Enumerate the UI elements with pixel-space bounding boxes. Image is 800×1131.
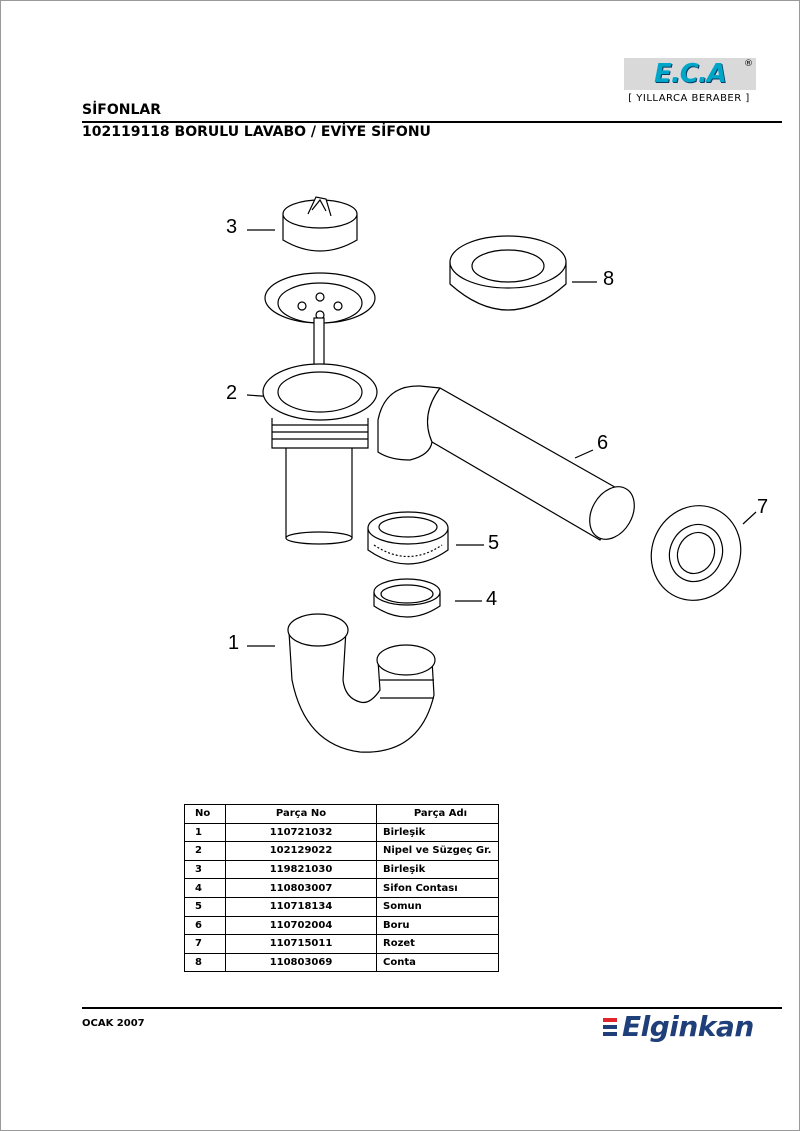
registered-mark: ® xyxy=(744,59,753,69)
eca-logo: E.C.A ® xyxy=(624,58,756,90)
footer-rule xyxy=(82,1007,782,1009)
row-part-name: Sifon Contası xyxy=(376,878,499,898)
callout-2: 2 xyxy=(226,382,238,404)
part-2-strainer xyxy=(262,272,378,545)
row-part-name: Conta xyxy=(376,952,499,973)
row-no: 8 xyxy=(184,952,226,973)
callout-7: 7 xyxy=(757,496,769,518)
row-part-no: 110718134 xyxy=(225,896,377,917)
callout-4: 4 xyxy=(486,588,498,610)
table-row: 5 110718134 Somun xyxy=(184,896,499,917)
row-part-no: 119821030 xyxy=(225,859,377,880)
table-row: 3 119821030 Birleşik xyxy=(184,859,499,880)
part-8-gasket xyxy=(449,235,567,311)
table-row: 2 102129022 Nipel ve Süzgeç Gr. xyxy=(184,841,499,861)
row-no: 6 xyxy=(184,915,226,936)
row-part-name: Somun xyxy=(376,896,499,917)
row-part-no: 110715011 xyxy=(225,934,377,954)
row-part-no: 110702004 xyxy=(225,915,377,936)
row-part-no: 110803007 xyxy=(225,878,377,898)
row-no: 1 xyxy=(184,822,226,843)
leader-6 xyxy=(574,449,594,459)
header-part-name: Parça Adı xyxy=(376,804,499,824)
row-part-name: Rozet xyxy=(376,934,499,954)
section-title: SİFONLAR xyxy=(82,102,162,118)
parts-table: No Parça No Parça Adı 1 110721032 Birleş… xyxy=(184,804,499,973)
table-header-row: No Parça No Parça Adı xyxy=(184,804,499,824)
logo-tagline: [ YILLARCA BERABER ] xyxy=(628,93,750,104)
part-7-rosette xyxy=(650,505,742,601)
product-title: 102119118 BORULU LAVABO / EVİYE SİFONU xyxy=(82,124,431,140)
part-5-nut xyxy=(367,511,449,565)
part-6-pipe xyxy=(377,385,635,541)
part-3-plug xyxy=(282,196,358,252)
callout-8: 8 xyxy=(603,268,615,290)
row-no: 5 xyxy=(184,896,226,917)
header-part-no: Parça No xyxy=(225,804,377,824)
table-row: 6 110702004 Boru xyxy=(184,915,499,936)
part-4-seal xyxy=(373,578,441,618)
row-no: 2 xyxy=(184,841,226,861)
leader-7 xyxy=(742,511,757,525)
brand-name: Elginkan xyxy=(622,1010,754,1043)
header-no: No xyxy=(184,804,226,824)
elginkan-mark-icon xyxy=(603,1017,617,1036)
row-part-name: Birleşik xyxy=(376,822,499,843)
table-row: 1 110721032 Birleşik xyxy=(184,822,499,843)
table-row: 8 110803069 Conta xyxy=(184,952,499,973)
callout-3: 3 xyxy=(226,216,238,238)
row-no: 3 xyxy=(184,859,226,880)
row-part-name: Boru xyxy=(376,915,499,936)
header-rule xyxy=(82,121,782,123)
row-part-no: 102129022 xyxy=(225,841,377,861)
callout-1: 1 xyxy=(228,632,240,654)
footer-date: OCAK 2007 xyxy=(82,1018,145,1029)
row-part-name: Birleşik xyxy=(376,859,499,880)
table-row: 7 110715011 Rozet xyxy=(184,934,499,954)
part-1-trap xyxy=(287,613,436,753)
row-part-name: Nipel ve Süzgeç Gr. xyxy=(376,841,499,861)
callout-6: 6 xyxy=(597,432,609,454)
row-no: 4 xyxy=(184,878,226,898)
elginkan-logo: Elginkan xyxy=(603,1010,754,1043)
table-row: 4 110803007 Sifon Contası xyxy=(184,878,499,898)
callout-5: 5 xyxy=(488,532,500,554)
row-no: 7 xyxy=(184,934,226,954)
row-part-no: 110803069 xyxy=(225,952,377,973)
row-part-no: 110721032 xyxy=(225,822,377,843)
eca-logo-text: E.C.A xyxy=(654,59,727,89)
